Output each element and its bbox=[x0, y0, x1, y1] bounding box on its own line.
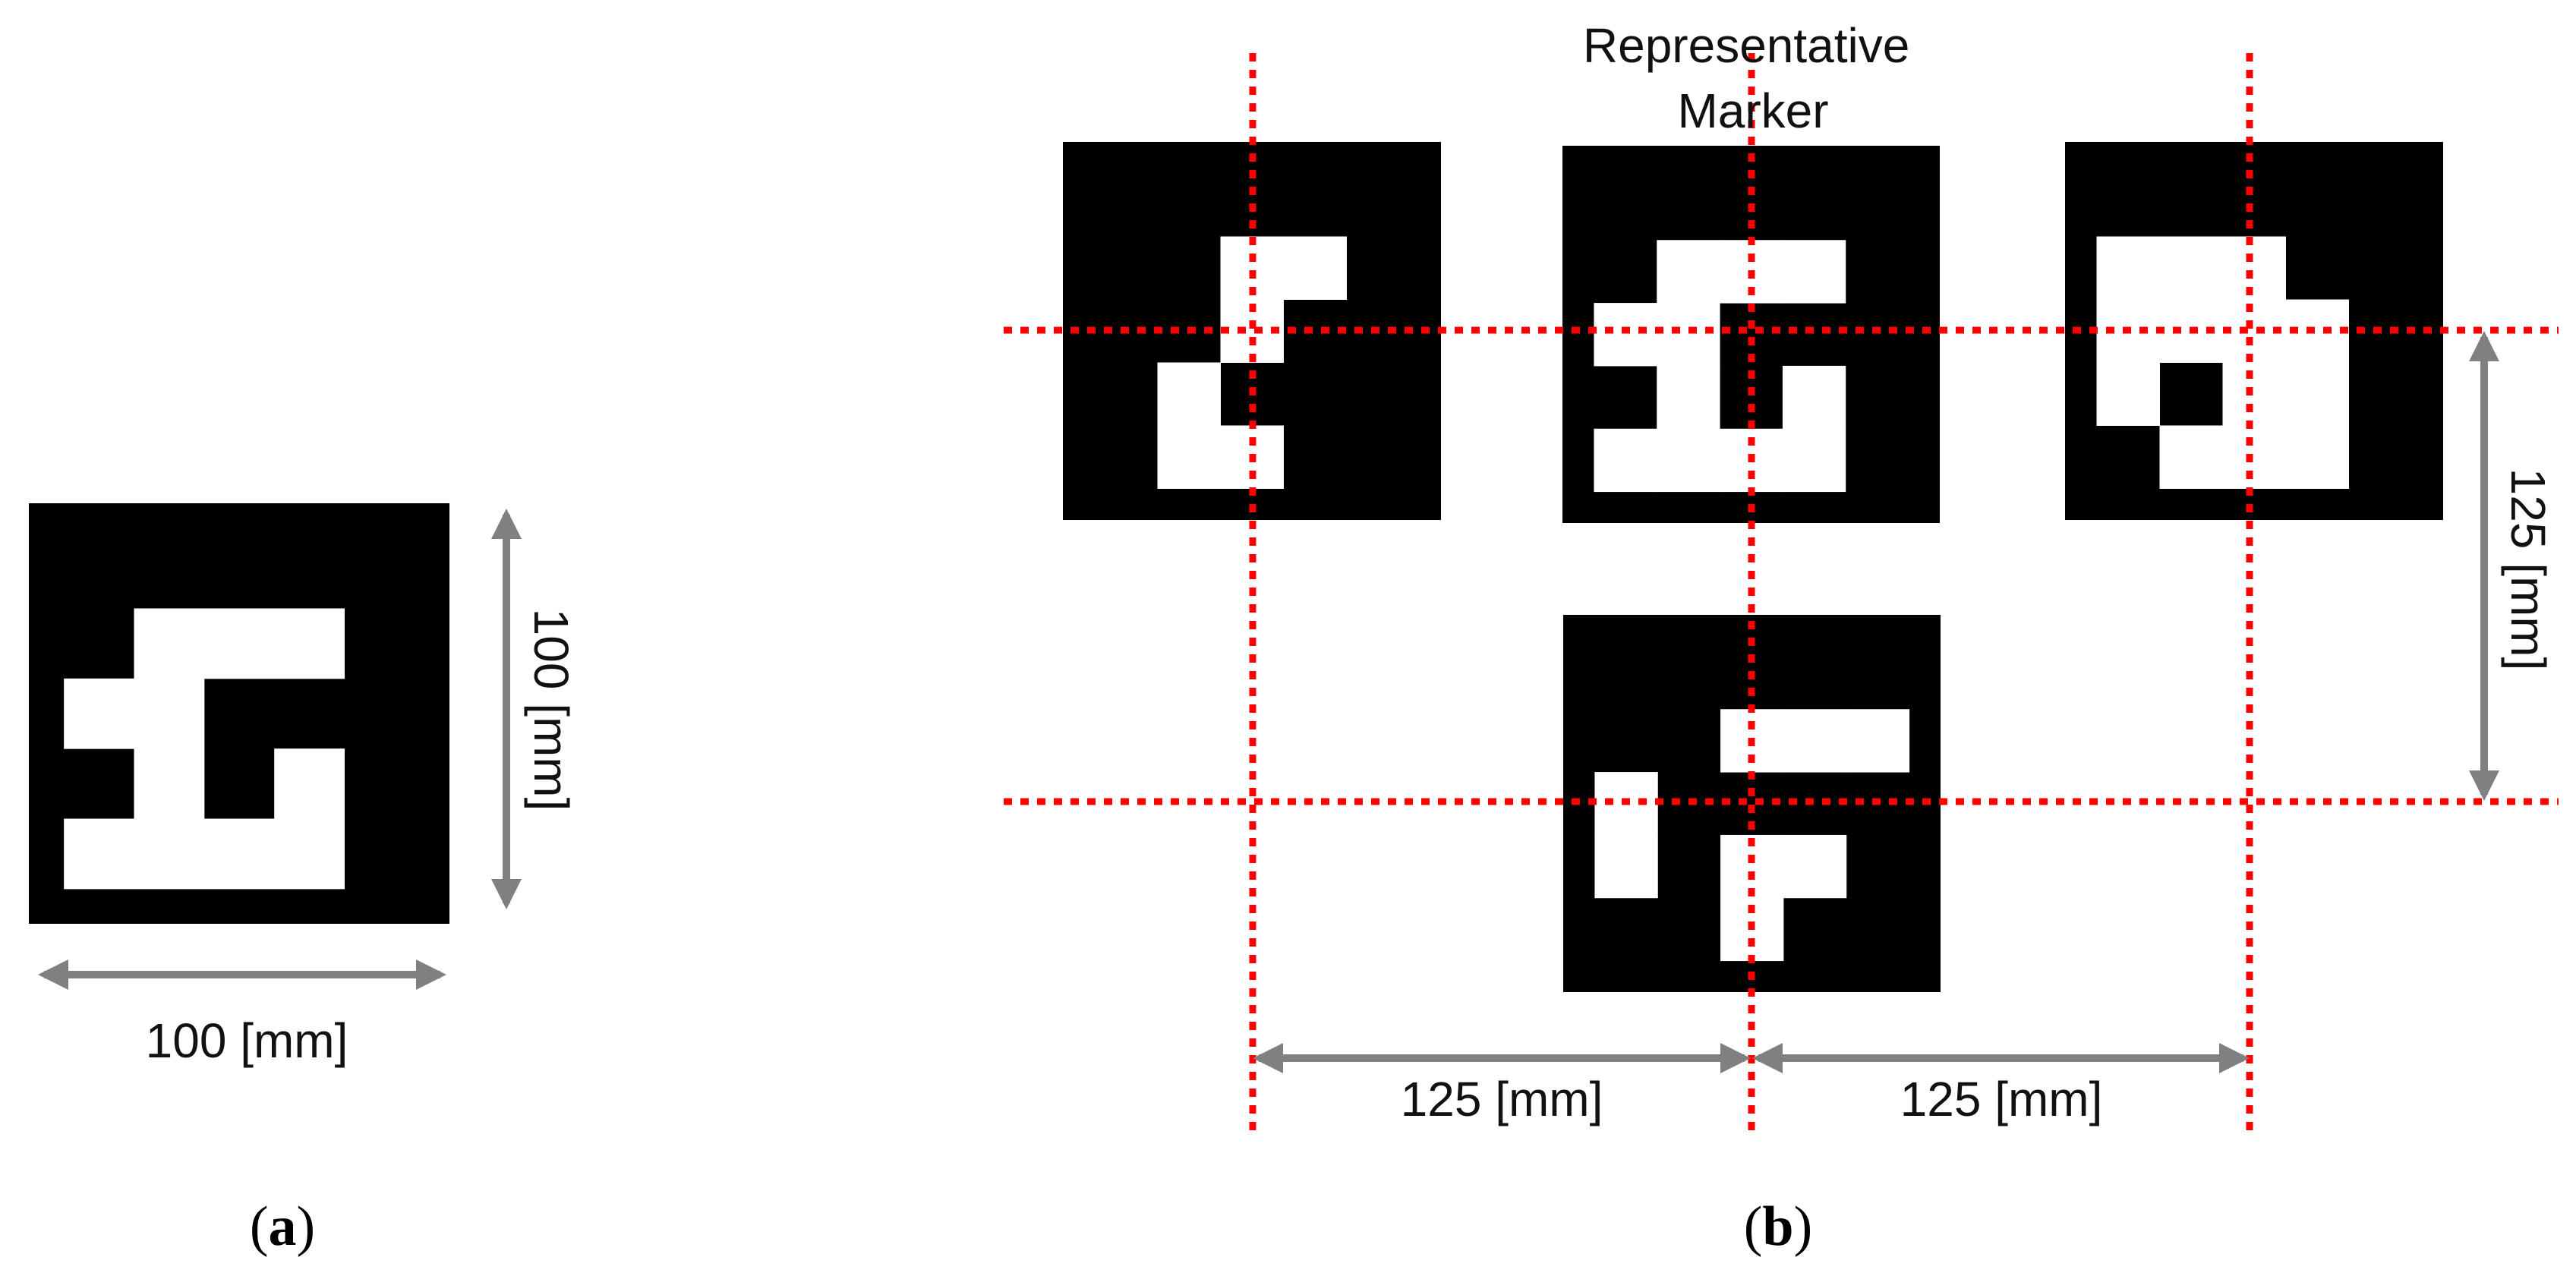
marker-cell bbox=[1157, 362, 1221, 426]
marker-cell bbox=[1594, 303, 1657, 367]
marker-cell bbox=[134, 748, 205, 819]
marker-cell bbox=[1657, 303, 1720, 367]
panel-a: 100 [mm] 100 [mm] (a) bbox=[29, 503, 579, 1258]
marker-cell bbox=[2285, 362, 2349, 426]
caption-a-open: ( bbox=[250, 1196, 269, 1258]
marker-cell bbox=[2222, 362, 2286, 426]
marker-cell bbox=[134, 608, 205, 679]
representative-marker-label: Representative Marker bbox=[1583, 18, 1923, 138]
marker-cell bbox=[1783, 834, 1847, 899]
caption-b-close: ) bbox=[1794, 1196, 1813, 1258]
caption-b-open: ( bbox=[1744, 1196, 1763, 1258]
marker-cell bbox=[274, 608, 345, 679]
height-label: 100 [mm] bbox=[524, 609, 579, 811]
marker-top-center bbox=[1562, 146, 1940, 523]
marker-cell bbox=[203, 608, 275, 679]
marker-panel-a bbox=[29, 503, 449, 924]
marker-cell bbox=[2096, 362, 2160, 426]
marker-cell bbox=[1782, 365, 1846, 430]
marker-cell bbox=[274, 818, 345, 890]
marker-cell bbox=[64, 678, 134, 749]
marker-cell bbox=[134, 818, 205, 890]
marker-cell bbox=[2159, 425, 2223, 489]
marker-cell bbox=[2285, 425, 2349, 489]
marker-cell bbox=[1594, 834, 1658, 899]
caption-a-letter: a bbox=[269, 1196, 297, 1258]
marker-cell bbox=[274, 748, 345, 819]
marker-cell bbox=[2096, 236, 2160, 300]
marker-top-right bbox=[2065, 142, 2443, 520]
panel-b: Representative Marker 125 [mm] 125 [mm] … bbox=[1004, 18, 2559, 1258]
spacing-label-left: 125 [mm] bbox=[1401, 1072, 1603, 1126]
marker-cell bbox=[1846, 709, 1910, 773]
marker-cell bbox=[2222, 236, 2286, 300]
caption-b: (b) bbox=[1744, 1196, 1812, 1258]
spacing-label-right: 125 [mm] bbox=[1900, 1072, 2103, 1126]
marker-cell bbox=[1782, 428, 1846, 493]
caption-a-close: ) bbox=[297, 1196, 316, 1258]
marker-cell bbox=[2222, 425, 2286, 489]
single-marker bbox=[29, 503, 449, 924]
caption-b-letter: b bbox=[1762, 1196, 1793, 1258]
caption-a: (a) bbox=[250, 1196, 315, 1258]
marker-cell bbox=[2159, 236, 2223, 300]
marker-cell bbox=[1283, 236, 1347, 300]
marker-grid bbox=[1063, 142, 2443, 992]
marker-cell bbox=[64, 818, 134, 890]
width-label: 100 [mm] bbox=[146, 1013, 348, 1068]
marker-cell bbox=[1657, 428, 1720, 493]
marker-cell bbox=[1657, 240, 1720, 304]
marker-cell bbox=[1783, 709, 1847, 773]
representative-label-line2: Marker bbox=[1677, 83, 1828, 138]
spacing-label-vertical: 125 [mm] bbox=[2501, 468, 2556, 671]
guide-lines bbox=[1004, 53, 2559, 1139]
marker-cell bbox=[1594, 428, 1657, 493]
representative-label-line1: Representative bbox=[1583, 18, 1909, 73]
marker-cell bbox=[1657, 365, 1720, 430]
marker-cell bbox=[1157, 425, 1221, 489]
marker-cell bbox=[134, 678, 205, 749]
marker-top-left bbox=[1063, 142, 1441, 520]
marker-cell bbox=[1782, 240, 1846, 304]
marker-cell bbox=[203, 818, 275, 890]
